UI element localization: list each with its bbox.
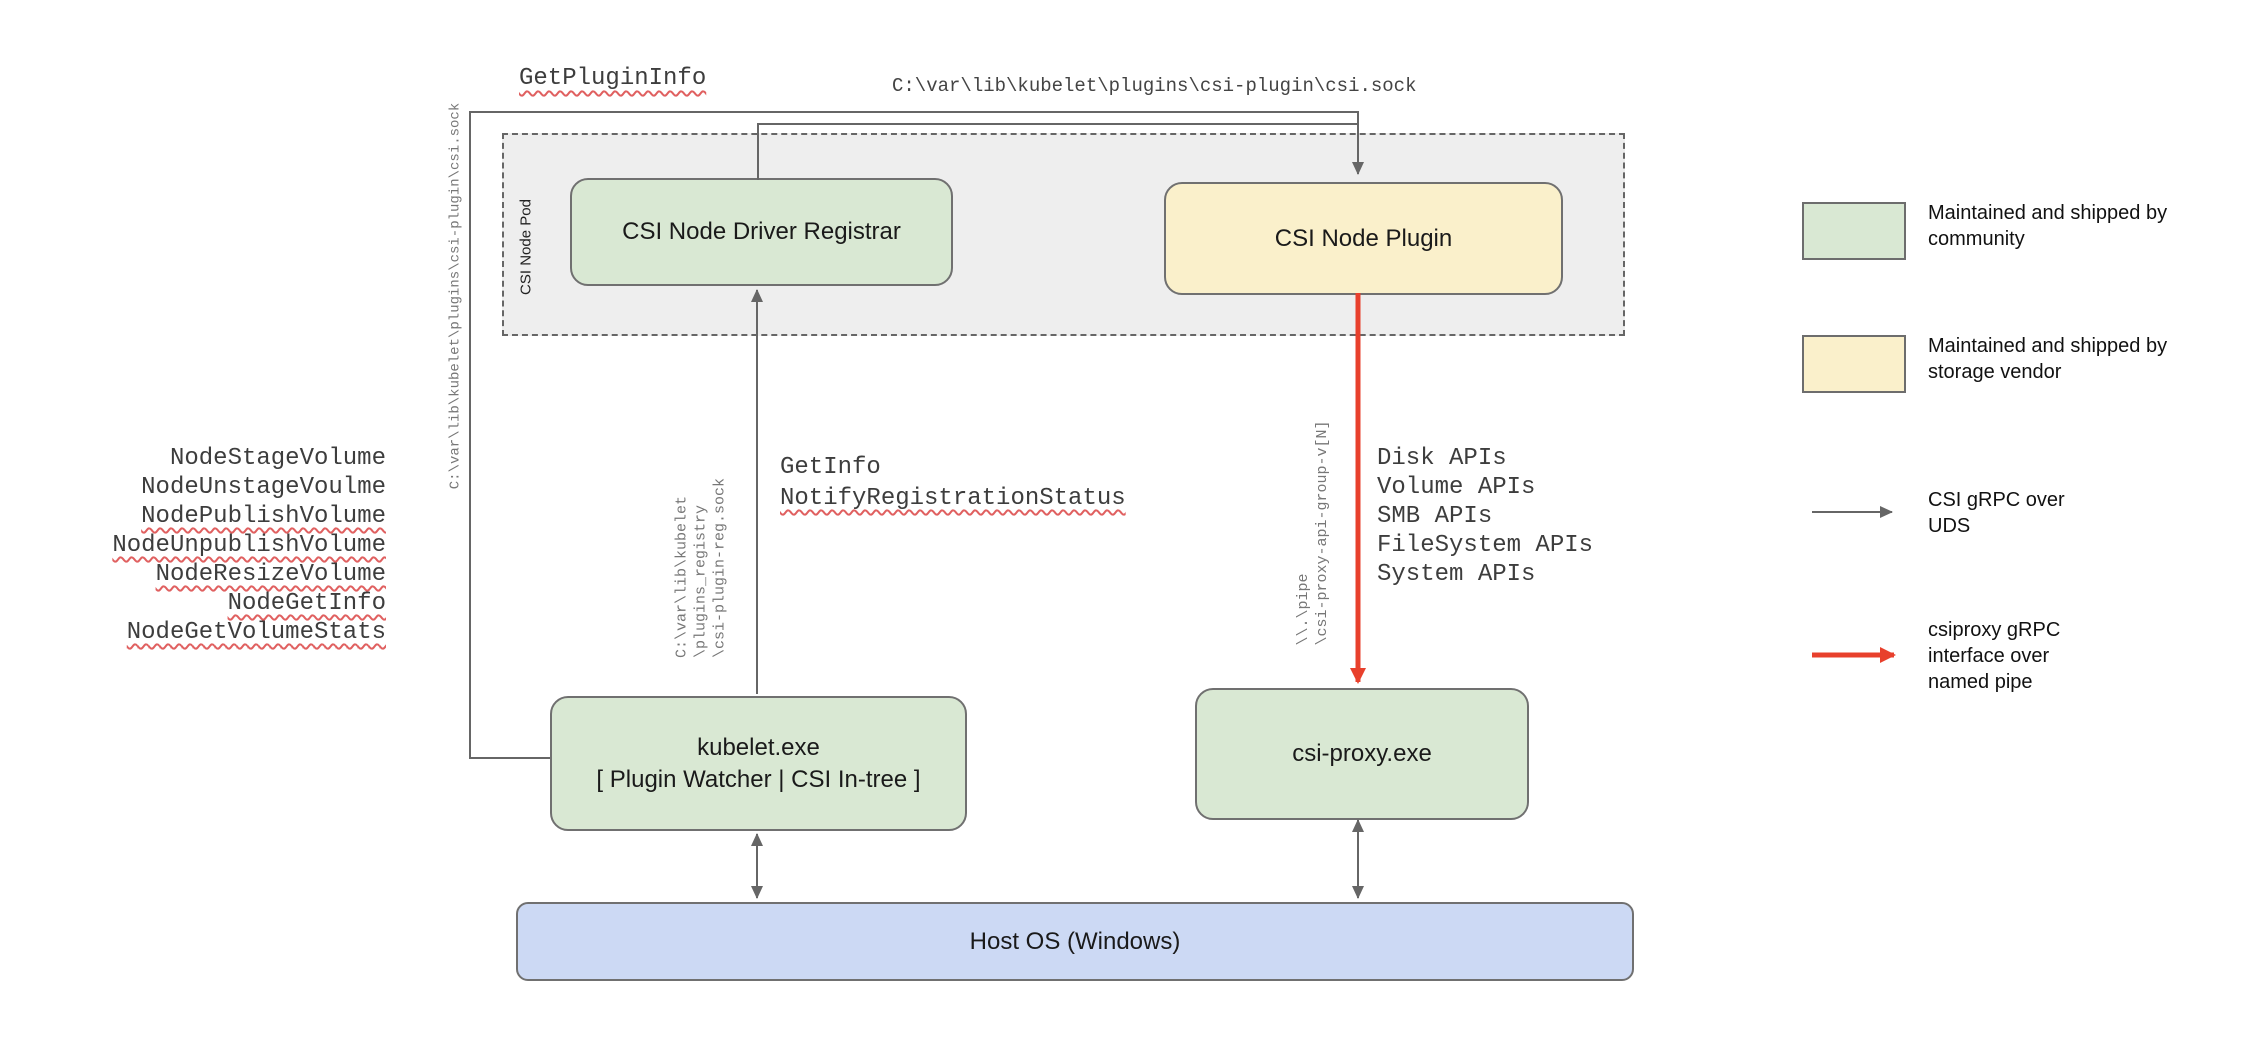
api-item: SMB APIs	[1377, 503, 1493, 530]
csi-node-driver-registrar-box: CSI Node Driver Registrar	[570, 178, 953, 286]
node-method: NodeUnstageVoulme	[141, 474, 386, 501]
registration-calls-list: GetInfo NotifyRegistrationStatus	[780, 452, 1126, 514]
csi-proxy-box: csi-proxy.exe	[1195, 688, 1529, 820]
legend-pipe-label: csiproxy gRPC interface over named pipe	[1928, 619, 2061, 693]
legend-community-label: Maintained and shipped by community	[1928, 202, 2168, 250]
csi-node-driver-registrar-label: CSI Node Driver Registrar	[622, 218, 901, 245]
node-method: NodeStageVolume	[169, 445, 386, 472]
node-method: NodePublishVolume	[141, 503, 386, 530]
host-os-box: Host OS (Windows)	[516, 902, 1634, 981]
legend-community-swatch	[1802, 202, 1906, 260]
node-method: NodeResizeVolume	[155, 561, 386, 588]
node-method: NodeGetVolumeStats	[126, 619, 386, 646]
api-item: Disk APIs	[1377, 445, 1507, 472]
get-info-label: GetInfo	[780, 454, 881, 481]
node-method: NodeUnpublishVolume	[112, 532, 386, 559]
legend-vendor-label: Maintained and shipped by storage vendor	[1928, 335, 2168, 383]
csi-proxy-label: csi-proxy.exe	[1292, 740, 1432, 767]
plugin-reg-sock-vertical-label: C:\var\lib\kubelet \plugins_registry \cs…	[673, 477, 729, 659]
proxy-api-list: Disk APIs Volume APIs SMB APIs FileSyste…	[1377, 444, 1593, 589]
kubelet-label: kubelet.exe	[697, 733, 820, 761]
api-item: Volume APIs	[1377, 474, 1536, 501]
csi-proxy-pipe-vertical-label: \\.\pipe \csi-proxy-api-group-v[N]	[1295, 420, 1331, 646]
csi-sock-path-left-vertical-label: C:\var\lib\kubelet\plugins\csi-plugin\cs…	[447, 102, 464, 490]
host-os-label: Host OS (Windows)	[969, 927, 1181, 955]
csi-node-plugin-label: CSI Node Plugin	[1274, 224, 1453, 252]
kubelet-sublabel: [ Plugin Watcher | CSI In-tree ]	[596, 765, 921, 793]
node-method: NodeGetInfo	[227, 590, 386, 617]
legend-vendor-swatch	[1802, 335, 1906, 393]
node-methods-list: NodeStageVolume NodeUnstageVoulme NodePu…	[60, 444, 386, 647]
csi-sock-path-top-label: C:\var\lib\kubelet\plugins\csi-plugin\cs…	[892, 75, 1417, 97]
csi-node-plugin-box: CSI Node Plugin	[1164, 182, 1563, 295]
notify-registration-status-label: NotifyRegistrationStatus	[780, 485, 1126, 512]
api-item: System APIs	[1377, 561, 1536, 588]
legend-uds-label: CSI gRPC over UDS	[1928, 489, 2065, 537]
csi-node-pod-label: CSI Node Pod	[517, 199, 535, 295]
api-item: FileSystem APIs	[1377, 532, 1594, 559]
kubelet-box: kubelet.exe [ Plugin Watcher | CSI In-tr…	[550, 696, 967, 831]
get-plugin-info-label: GetPluginInfo	[519, 65, 707, 92]
